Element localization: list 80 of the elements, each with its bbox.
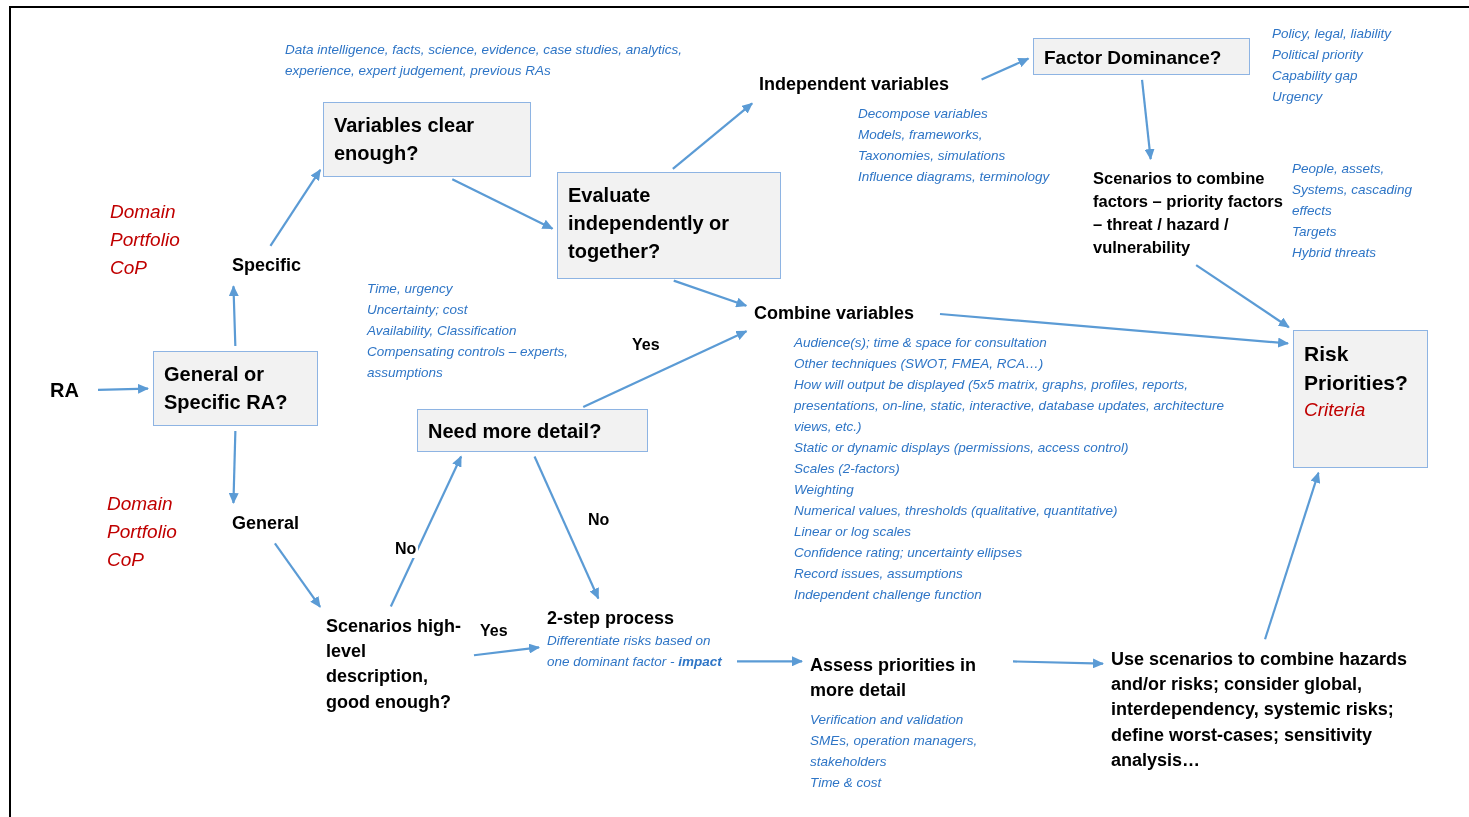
question-text: General or Specific RA?: [164, 362, 289, 415]
arrow: [389, 455, 463, 607]
arrow: [737, 656, 803, 667]
arrow: [473, 643, 541, 657]
question-text: Risk Priorities?: [1304, 341, 1409, 397]
arrow: [451, 178, 554, 230]
decision-box: [557, 172, 781, 279]
note-text: Weighting: [794, 481, 855, 499]
arrow: [228, 285, 239, 347]
question-text: Need more detail?: [428, 419, 603, 444]
note-text: Uncertainty; cost: [367, 301, 469, 319]
arrow: [1264, 471, 1321, 640]
note-text: People, assets,: [1292, 160, 1386, 178]
arrow: [533, 456, 600, 600]
note-text: Policy, legal, liability: [1272, 25, 1393, 43]
step-label: Scenarios high-level description, good enough?: [326, 615, 463, 714]
note-text: Independent challenge function: [794, 586, 983, 604]
note-text: Numerical values, thresholds (qualitative, quantitative): [794, 502, 1119, 520]
arrow: [1195, 264, 1290, 329]
arrow: [97, 383, 149, 394]
scope-note: CoP: [110, 256, 148, 280]
arrow: [1140, 79, 1155, 160]
note-text: Linear or log scales: [794, 523, 913, 541]
decision-box: [417, 409, 648, 452]
note-text: Static or dynamic displays (permissions, access control): [794, 439, 1130, 457]
step-label: Scenarios to combine factors – priority factors – threat / hazard / vulnerability: [1093, 168, 1284, 259]
arrow: [673, 279, 748, 308]
note-text: Targets: [1292, 223, 1338, 241]
step-label: General: [232, 512, 301, 535]
note-text: Availability, Classification: [367, 322, 518, 340]
note-text: Systems, cascading effects: [1292, 181, 1414, 220]
note-text: Record issues, assumptions: [794, 565, 964, 583]
note-text: Scales (2-factors): [794, 460, 901, 478]
note-text: How will output be displayed (5x5 matrix, graphs, profiles, reports, presentations, on-line, static, interactive, database updates, architecture views, etc.): [794, 376, 1225, 436]
scope-note: CoP: [107, 548, 145, 572]
decision-box: [1293, 330, 1428, 468]
note-text: Compensating controls – experts, assumptions: [367, 343, 570, 382]
scope-note: Portfolio: [107, 520, 178, 544]
step-label: Independent variables: [759, 73, 951, 96]
note-text: Urgency: [1272, 88, 1324, 106]
decision-box: [153, 351, 318, 426]
scope-note: Domain: [107, 492, 174, 516]
decision-box: [323, 102, 531, 177]
note-text: Models, frameworks,: [858, 126, 984, 144]
note-text: Verification and validation: [810, 711, 965, 729]
arrow: [269, 169, 322, 247]
decision-box: [1033, 38, 1250, 75]
arrow: [939, 312, 1289, 348]
note-text: Other techniques (SWOT, FMEA, RCA…): [794, 355, 1045, 373]
arrow: [274, 542, 321, 608]
arrow: [228, 430, 239, 504]
arrow: [981, 57, 1030, 81]
question-text: Variables clear enough?: [334, 113, 476, 166]
step-label: RA: [50, 378, 80, 403]
step-label: Use scenarios to combine hazards and/or risks; consider global, interdependency, systemic risks; define worst-cases; sensitivity analysis…: [1111, 648, 1409, 772]
question-text: Factor Dominance?: [1044, 46, 1223, 70]
note-text: Time, urgency: [367, 280, 454, 298]
criteria-label: Criteria: [1304, 397, 1367, 422]
note-text: Hybrid threats: [1292, 244, 1378, 262]
step-label: Combine variables: [754, 302, 916, 325]
arrow: [1012, 658, 1104, 669]
note-text: Data intelligence, facts, science, evidence, case studies, analytics, experience, expert judgement, previous RAs: [285, 41, 683, 80]
note-text: Confidence rating; uncertainty ellipses: [794, 544, 1024, 562]
edge-label: No: [393, 540, 419, 558]
note-text: Time & cost: [810, 774, 883, 792]
step-label: Assess priorities in more detail: [810, 654, 978, 703]
scope-note: Domain: [110, 200, 177, 224]
note-text: Audience(s); time & space for consultation: [794, 334, 1048, 352]
step-note: Differentiate risks based on one dominant factor - impact: [547, 632, 723, 672]
note-text: Capability gap: [1272, 67, 1359, 85]
arrow: [582, 330, 748, 408]
step-label: Specific: [232, 254, 303, 277]
arrow: [672, 102, 753, 170]
step-label: 2-step process: [547, 607, 676, 630]
question-text: Evaluate independently or together?: [568, 183, 731, 264]
note-text: Political priority: [1272, 46, 1364, 64]
note-text: Taxonomies, simulations: [858, 147, 1007, 165]
note-text: Decompose variables: [858, 105, 989, 123]
note-text: SMEs, operation managers, stakeholders: [810, 732, 979, 771]
scope-note: Portfolio: [110, 228, 181, 252]
